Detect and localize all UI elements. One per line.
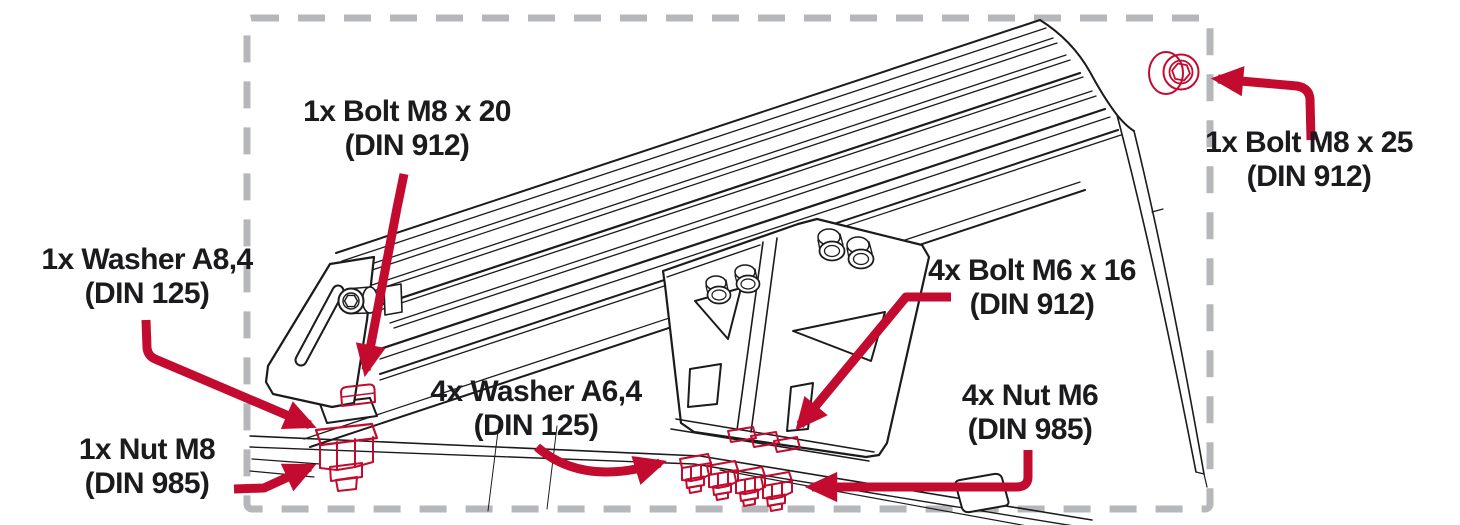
arrow-bolt-m8x20 <box>355 173 409 378</box>
left-bracket <box>264 255 403 424</box>
center-bracket <box>661 217 931 462</box>
bracket-bolts <box>705 228 875 305</box>
label-line1: 1x Bolt M8 x 25 <box>1205 126 1413 159</box>
label-line1: 4x Washer A6,4 <box>430 375 642 408</box>
arrow-bolt-m8x25 <box>1210 66 1316 141</box>
label-line1: 1x Washer A8,4 <box>41 243 253 276</box>
dashed-border <box>243 14 1214 513</box>
red-fasteners <box>314 51 1200 512</box>
label-line1: 4x Nut M6 <box>961 379 1099 412</box>
label-line2: (DIN 125) <box>84 277 210 310</box>
arrow-washer-a64 <box>534 443 667 485</box>
label-nut-m8: 1x Nut M8 (DIN 985) <box>78 433 216 501</box>
label-line2: (DIN 912) <box>344 129 470 162</box>
washers-a64-icon <box>727 426 801 453</box>
nuts-m6-icon <box>679 453 793 512</box>
arrow-nut-m8 <box>233 462 317 494</box>
label-nut-m6: 4x Nut M6 (DIN 985) <box>961 379 1099 447</box>
washer-nut-m8-icon <box>314 422 379 492</box>
bracket-bolt-head <box>337 287 365 315</box>
label-bolt-m6x16: 4x Bolt M6 x 16 (DIN 912) <box>928 254 1136 322</box>
label-line2: (DIN 912) <box>969 288 1095 321</box>
label-washer-a64: 4x Washer A6,4 (DIN 125) <box>430 375 642 443</box>
label-bolt-m8x20: 1x Bolt M8 x 20 (DIN 912) <box>303 95 511 163</box>
label-bolt-m8x25: 1x Bolt M8 x 25 (DIN 912) <box>1205 126 1413 194</box>
hex-socket-icon <box>343 294 359 308</box>
crossbar <box>303 19 1122 448</box>
arrow-washer-a84 <box>141 319 317 430</box>
label-line1: 1x Bolt M8 x 20 <box>303 95 511 128</box>
crossbar-end-tail <box>1039 19 1208 488</box>
arrow-bolt-m6x16 <box>795 292 951 431</box>
label-line1: 4x Bolt M6 x 16 <box>928 254 1136 287</box>
label-line2: (DIN 985) <box>967 413 1093 446</box>
label-washer-a84: 1x Washer A8,4 (DIN 125) <box>41 243 253 311</box>
bolt-m8x25-icon <box>1148 51 1200 95</box>
arrow-nut-m6 <box>804 450 1033 503</box>
bolt-m8x20-icon <box>340 383 376 407</box>
callout-arrows <box>141 66 1316 503</box>
label-line2: (DIN 985) <box>84 467 210 500</box>
label-line1: 1x Nut M8 <box>78 433 216 466</box>
label-line2: (DIN 912) <box>1246 160 1372 193</box>
label-line2: (DIN 125) <box>473 409 599 442</box>
rail-clamp-block <box>954 472 1010 514</box>
